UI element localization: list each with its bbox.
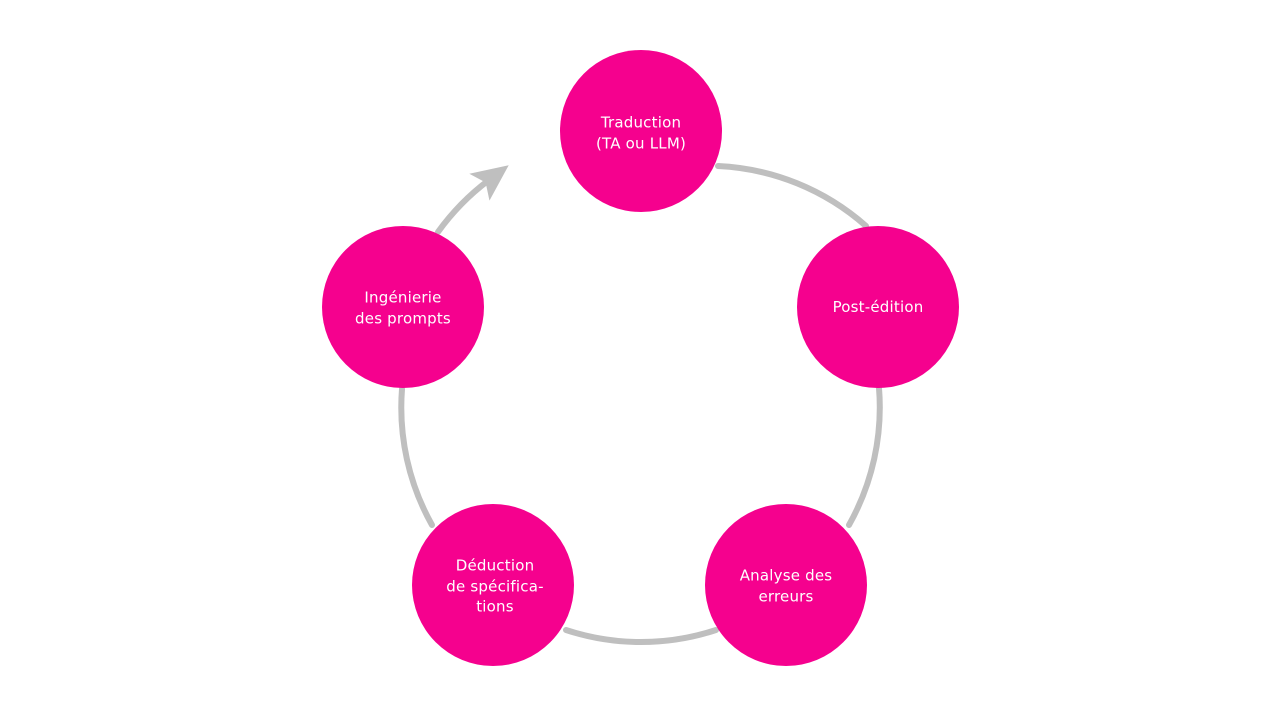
arc-analyse-to-deduction — [563, 627, 719, 646]
node-circle-post-edition[interactable] — [797, 226, 959, 388]
node-circle-deduction-de-specifications[interactable] — [412, 504, 574, 666]
arc-traduction-to-post-edition — [715, 163, 869, 229]
node-circle-traduction[interactable] — [560, 50, 722, 212]
arc-deduction-to-ingenierie — [398, 386, 435, 528]
arc-post-edition-to-analyse — [846, 385, 883, 528]
arc-ingenierie-to-traduction — [435, 165, 509, 235]
node-circle-ingenierie-des-prompts[interactable] — [322, 226, 484, 388]
node-circle-analyse-des-erreurs[interactable] — [705, 504, 867, 666]
